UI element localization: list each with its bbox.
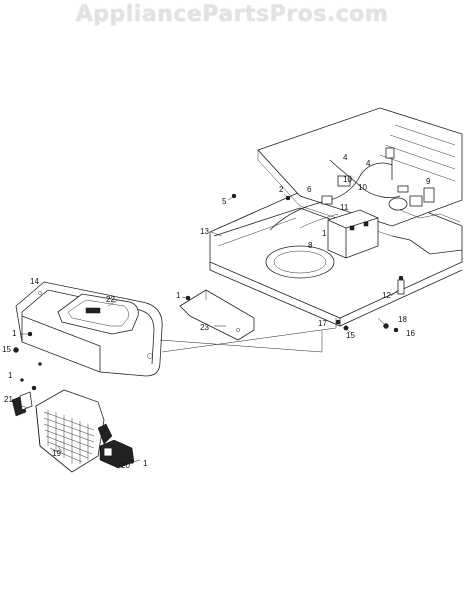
foot-plate bbox=[57, 293, 139, 335]
callout-1e: 1 bbox=[143, 459, 148, 468]
callout-21: 21 bbox=[4, 395, 13, 404]
callout-13: 13 bbox=[200, 227, 209, 236]
callout-17: 17 bbox=[318, 319, 327, 328]
callout-15a: 15 bbox=[2, 345, 11, 354]
leader-lines bbox=[20, 193, 399, 463]
front-grille bbox=[35, 389, 113, 473]
frame-assembly bbox=[209, 107, 463, 327]
callout-15b: 15 bbox=[346, 331, 355, 340]
callout-1d: 1 bbox=[8, 371, 13, 380]
callout-12: 12 bbox=[382, 291, 391, 300]
callout-10a: 10 bbox=[343, 175, 352, 184]
right-bracket bbox=[99, 439, 135, 469]
hardware bbox=[13, 193, 405, 464]
callouts: 5 2 13 6 4 4 10 10 11 1 8 9 12 14 22 1 2… bbox=[2, 153, 431, 470]
callout-9: 9 bbox=[426, 177, 431, 186]
callout-1c: 1 bbox=[12, 329, 17, 338]
callout-2: 2 bbox=[279, 185, 284, 194]
callout-1b: 1 bbox=[176, 291, 181, 300]
callout-5: 5 bbox=[222, 197, 227, 206]
callout-20: 20 bbox=[121, 461, 130, 470]
callout-4b: 4 bbox=[366, 159, 371, 168]
callout-10b: 10 bbox=[358, 183, 367, 192]
callout-16: 16 bbox=[406, 329, 415, 338]
callout-6: 6 bbox=[307, 185, 312, 194]
callout-22: 22 bbox=[106, 295, 115, 304]
switch-components bbox=[321, 175, 435, 211]
callout-18: 18 bbox=[398, 315, 407, 324]
callout-14: 14 bbox=[30, 277, 39, 286]
callout-23: 23 bbox=[200, 323, 209, 332]
callout-1a: 1 bbox=[322, 229, 327, 238]
wire-harness bbox=[269, 147, 409, 231]
watermark: AppliancePartsPros.com bbox=[75, 2, 389, 27]
callout-11: 11 bbox=[340, 203, 349, 212]
callout-19: 19 bbox=[52, 449, 61, 458]
callout-8: 8 bbox=[308, 241, 313, 250]
skid-plate bbox=[179, 289, 255, 341]
callout-4a: 4 bbox=[343, 153, 348, 162]
left-bracket bbox=[11, 391, 33, 417]
battery-box bbox=[327, 209, 379, 259]
